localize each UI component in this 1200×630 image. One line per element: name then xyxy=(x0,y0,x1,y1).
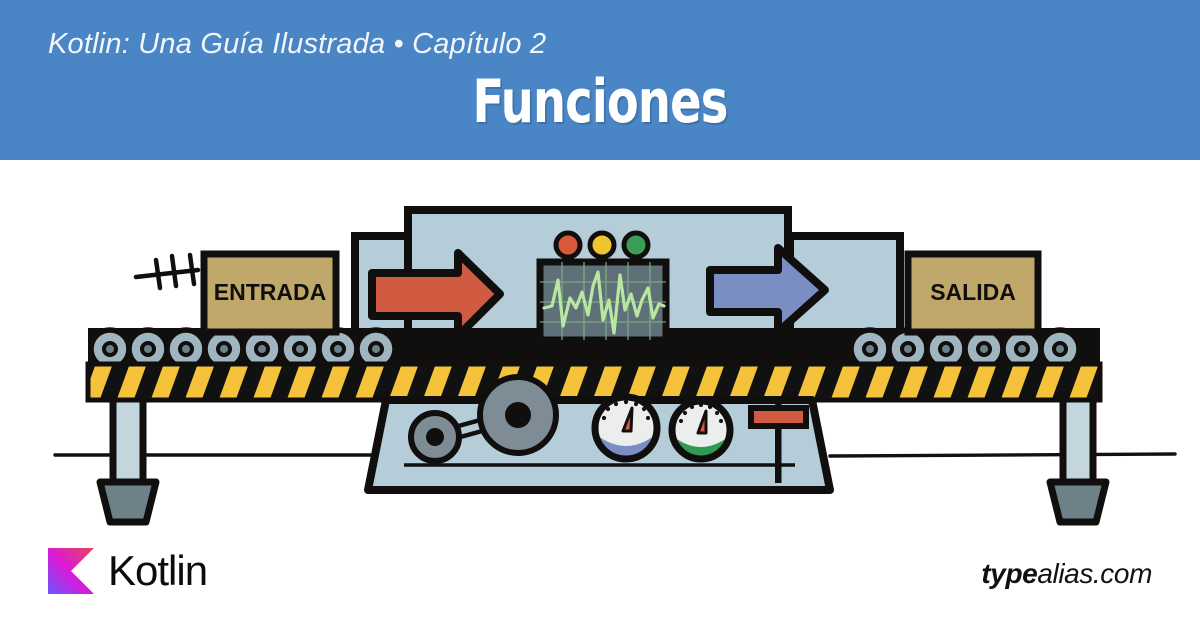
typealias-bold-part: type xyxy=(981,558,1038,589)
function-machine-illustration: ENTRADA SALIDA xyxy=(0,160,1200,530)
gear-assembly xyxy=(408,374,559,464)
motion-lines-left xyxy=(133,252,201,291)
output-box-label: SALIDA xyxy=(930,279,1016,305)
output-arrow-icon xyxy=(706,244,829,336)
lever-control xyxy=(748,399,809,483)
gauge-right xyxy=(668,397,734,463)
input-arrow-icon xyxy=(368,249,504,340)
hazard-stripe-band xyxy=(85,361,1103,403)
page-title: Funciones xyxy=(472,67,728,137)
header-banner: Kotlin: Una Guía Ilustrada • Capítulo 2 … xyxy=(0,0,1200,160)
kotlin-brand: Kotlin xyxy=(48,547,208,594)
gauge-right-ticks xyxy=(679,403,723,423)
footer-branding: Kotlin typealias.com xyxy=(0,530,1200,630)
header-subtitle: Kotlin: Una Guía Ilustrada • Capítulo 2 xyxy=(48,28,547,60)
output-box: SALIDA xyxy=(904,250,1042,336)
typealias-wordmark: typealias.com xyxy=(981,558,1152,590)
input-box-label: ENTRADA xyxy=(214,279,326,305)
input-box: ENTRADA xyxy=(200,250,340,336)
typealias-light-part: alias.com xyxy=(1037,558,1152,589)
gauge-left-ticks xyxy=(601,399,651,421)
kotlin-wordmark: Kotlin xyxy=(108,547,208,594)
waveform-line xyxy=(542,270,666,335)
indicator-lights xyxy=(553,230,651,260)
oscilloscope-screen xyxy=(536,258,670,344)
gauge-left xyxy=(591,393,661,463)
kotlin-logo-icon xyxy=(48,548,94,594)
